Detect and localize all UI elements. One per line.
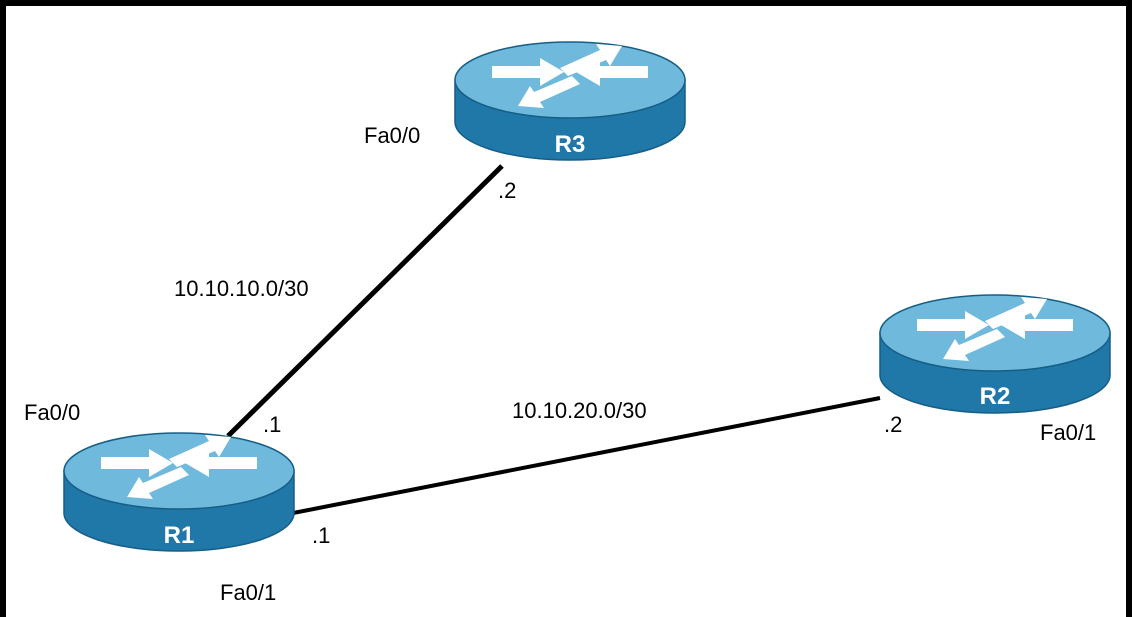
- r3-host-address: .2: [498, 178, 516, 203]
- router-r2-label: R2: [980, 383, 1011, 410]
- router-r1-label: R1: [164, 522, 195, 549]
- router-r3-label: R3: [555, 131, 586, 158]
- r2-host-address: .2: [884, 412, 902, 437]
- link-r1-r3: [226, 164, 504, 438]
- r1-fa00-interface-label: Fa0/0: [24, 400, 80, 425]
- r1-fa00-host-address: .1: [263, 412, 281, 437]
- r1-fa01-host-address: .1: [312, 523, 330, 548]
- r1-fa01-interface-label: Fa0/1: [220, 580, 276, 605]
- network-label-r1-r2: 10.10.20.0/30: [512, 398, 647, 423]
- link-r1-r2: [287, 396, 881, 516]
- network-label-r1-r3: 10.10.10.0/30: [174, 276, 309, 301]
- r3-interface-label: Fa0/0: [364, 123, 420, 148]
- r2-interface-label: Fa0/1: [1040, 420, 1096, 445]
